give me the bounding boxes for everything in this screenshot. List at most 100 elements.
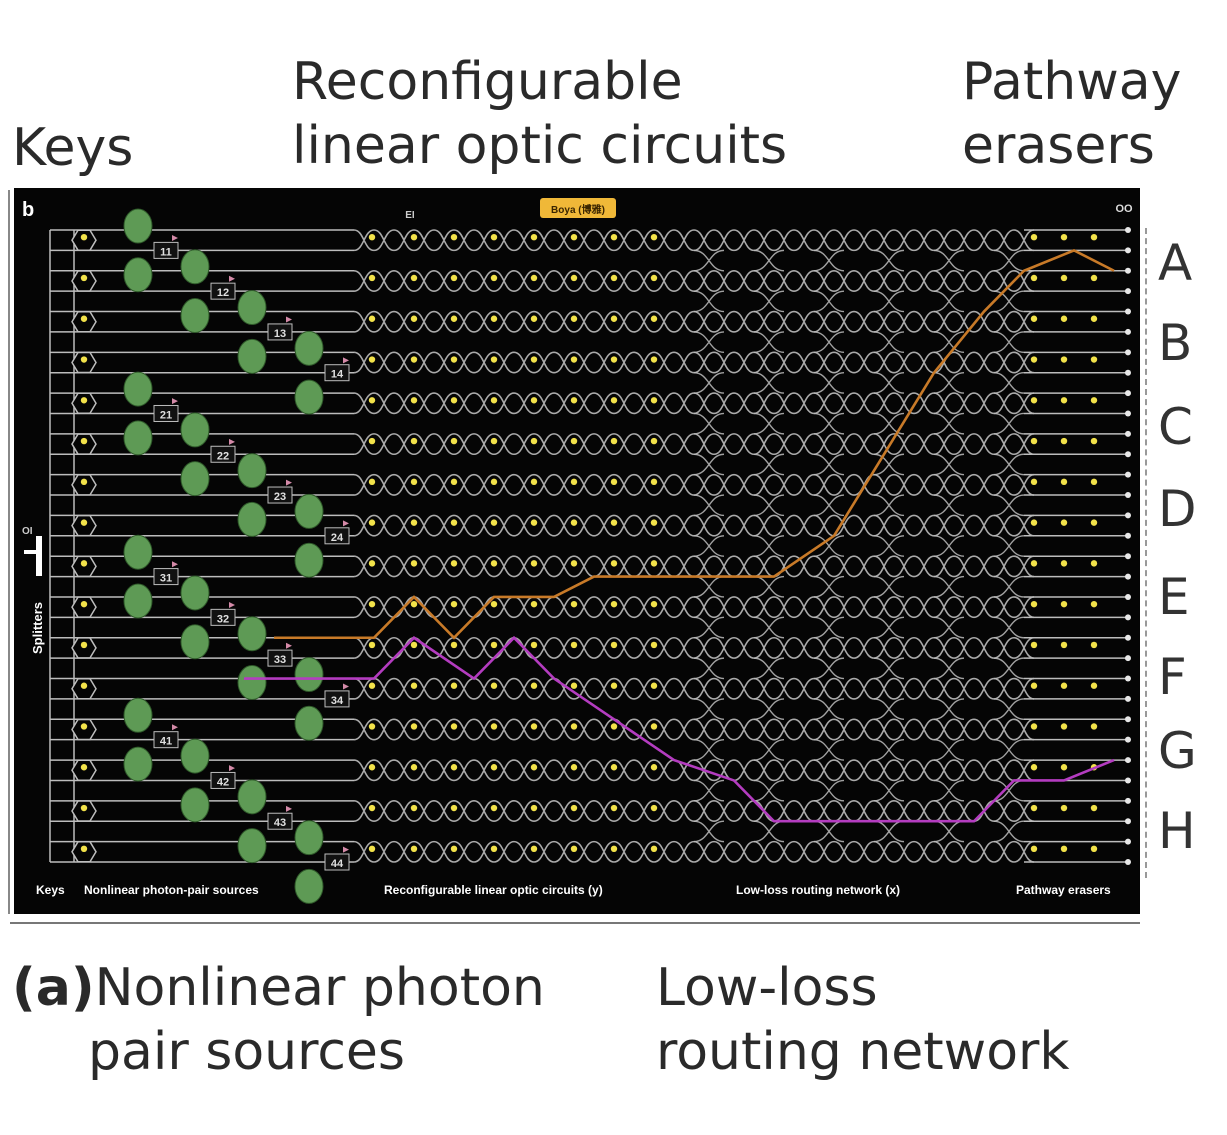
phase-heater: [450, 478, 458, 486]
nonlinear-source-ring: [123, 534, 153, 570]
output-port: [1125, 614, 1131, 621]
phase-heater: [530, 356, 538, 363]
phase-heater: [1060, 723, 1068, 730]
chip-section-linear: Reconfigurable linear optic circuits (y): [384, 883, 603, 897]
output-port: [1125, 227, 1131, 233]
phase-heater: [368, 315, 376, 322]
nonlinear-source-ring: [180, 738, 210, 774]
phase-heater: [80, 804, 88, 812]
phase-heater: [450, 274, 458, 282]
phase-heater: [650, 682, 658, 689]
pump-arrow-icon: [172, 235, 178, 241]
source-id-label: 43: [274, 817, 286, 829]
phase-heater: [368, 233, 376, 241]
output-port: [1125, 308, 1131, 315]
phase-heater: [530, 519, 538, 526]
output-port: [1125, 349, 1131, 356]
phase-heater: [650, 315, 658, 322]
phase-heater: [650, 437, 658, 445]
phase-heater: [410, 478, 418, 486]
source-id-box: [324, 690, 350, 708]
phase-heater: [570, 600, 578, 608]
phase-heater: [610, 723, 618, 730]
phase-heater: [1060, 478, 1068, 486]
phase-heater: [570, 764, 578, 771]
nonlinear-source-ring: [180, 575, 210, 611]
phase-heater: [530, 233, 538, 241]
phase-heater: [530, 274, 538, 282]
phase-heater: [1030, 315, 1038, 322]
phase-heater: [1090, 437, 1098, 445]
source-id-box: [210, 608, 236, 626]
phase-heater: [610, 478, 618, 486]
output-port: [1125, 492, 1131, 499]
pump-arrow-icon: [343, 520, 349, 527]
phase-heater: [450, 560, 458, 567]
nonlinear-source-ring: [237, 338, 267, 374]
nonlinear-source-ring: [237, 665, 267, 701]
phase-heater: [610, 560, 618, 567]
nonlinear-source-ring: [237, 501, 267, 537]
chip-section-erasers: Pathway erasers: [1016, 883, 1111, 897]
phase-heater: [410, 600, 418, 608]
panel-tag: (a): [12, 958, 95, 1018]
phase-heater: [80, 723, 88, 730]
source-id-label: 42: [217, 776, 229, 788]
source-id-label: 14: [331, 369, 344, 381]
phase-heater: [570, 356, 578, 363]
phase-heater: [1090, 315, 1098, 322]
source-id-label: 33: [274, 654, 286, 666]
row-label-c: C: [1158, 398, 1193, 456]
nonlinear-source-ring: [180, 249, 210, 285]
phase-heater: [1030, 478, 1038, 486]
nonlinear-source-ring: [123, 420, 153, 456]
right-dimension-rule: [1145, 228, 1149, 878]
phase-heater: [1030, 804, 1038, 812]
nonlinear-source-ring: [237, 779, 267, 815]
phase-heater: [570, 845, 578, 853]
phase-heater: [1030, 356, 1038, 363]
pump-arrow-icon: [229, 275, 235, 282]
source-id-box: [267, 486, 293, 504]
phase-heater: [450, 600, 458, 608]
source-id-box: [210, 282, 236, 300]
phase-heater: [368, 274, 376, 282]
output-port: [1125, 757, 1131, 764]
nonlinear-source-ring: [294, 868, 324, 904]
pump-arrow-icon: [172, 724, 178, 731]
row-label-d: D: [1158, 480, 1197, 538]
phase-heater: [490, 560, 498, 567]
phase-heater: [530, 478, 538, 486]
nonlinear-sources-label: (a)Nonlinear photon pair sources: [12, 958, 545, 1082]
nonlinear-source-ring: [294, 493, 324, 529]
phase-heater: [570, 478, 578, 486]
phase-heater: [530, 804, 538, 812]
phase-heater: [1060, 437, 1068, 445]
phase-heater: [1090, 723, 1098, 730]
source-id-box: [267, 812, 293, 830]
output-port: [1125, 777, 1131, 784]
phase-heater: [1090, 356, 1098, 363]
phase-heater: [368, 560, 376, 567]
chip-section-sources: Nonlinear photon-pair sources: [84, 883, 259, 897]
nonlinear-source-ring: [180, 624, 210, 660]
phase-heater: [1090, 600, 1098, 608]
phase-heater: [410, 560, 418, 567]
phase-heater: [80, 437, 88, 445]
output-port: [1125, 695, 1131, 702]
source-id-box: [153, 731, 179, 749]
phase-heater: [80, 764, 88, 771]
nonlinear-source-ring: [123, 257, 153, 293]
phase-heater: [1060, 845, 1068, 853]
phase-heater: [410, 274, 418, 282]
phase-heater: [570, 437, 578, 445]
nonlinear-source-ring: [294, 705, 324, 741]
input-splitter-bar: [36, 536, 42, 576]
row-label-e: E: [1158, 568, 1190, 626]
output-port: [1125, 267, 1131, 274]
phase-heater: [650, 845, 658, 853]
phase-heater: [650, 478, 658, 486]
input-fiber: [24, 550, 42, 554]
output-port: [1125, 593, 1131, 600]
